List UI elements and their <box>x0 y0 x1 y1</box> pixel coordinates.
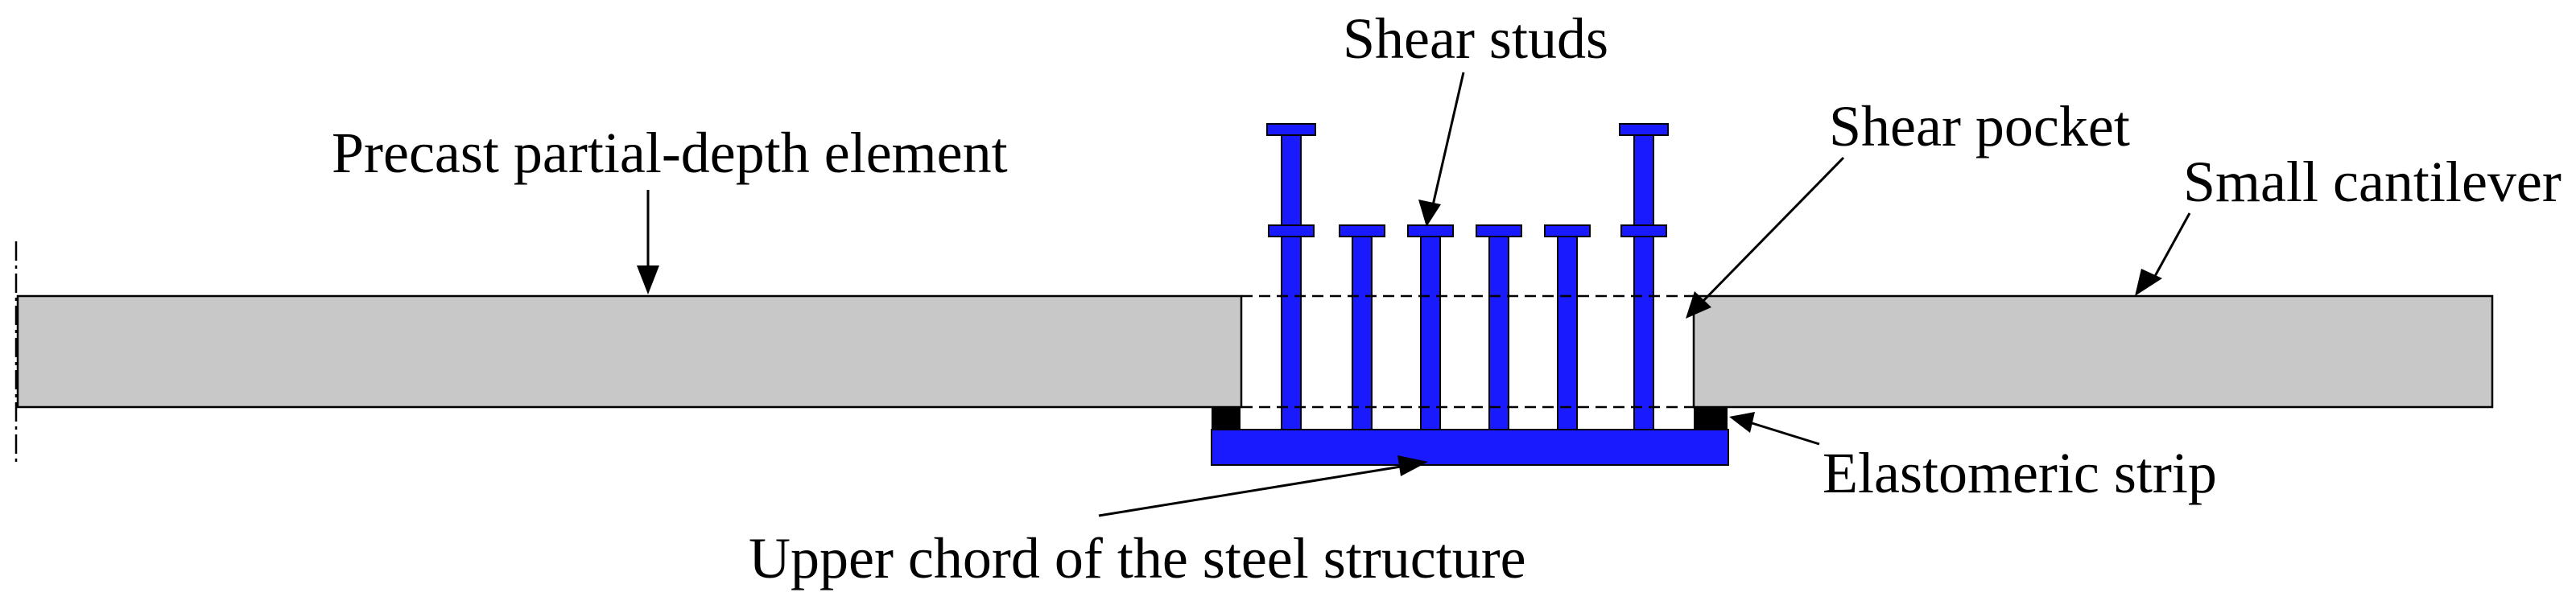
arrow-shear-pocket <box>1697 156 1845 307</box>
arrowhead-shear-pocket <box>1686 291 1711 319</box>
shear-stud-head <box>1339 224 1385 237</box>
shear-stud-head <box>1476 224 1522 237</box>
shear-stud-head <box>1268 224 1315 237</box>
label-small-cantilever: Small cantilever <box>2183 150 2562 214</box>
shear-stud-head <box>1619 123 1669 136</box>
leader-arrows <box>637 72 2191 517</box>
arrow-upper-chord <box>1098 465 1402 517</box>
arrow-shear-studs <box>1431 72 1465 206</box>
shear-stud <box>1281 130 1302 430</box>
shear-stud <box>1352 232 1373 430</box>
label-elastomeric-strip: Elastomeric strip <box>1823 441 2217 505</box>
label-upper-chord: Upper chord of the steel structure <box>749 526 1526 590</box>
arrowhead-elastomeric-strip <box>1729 412 1755 433</box>
upper-chord <box>1211 429 1729 466</box>
elastomeric-strip-left <box>1212 407 1241 430</box>
label-shear-studs: Shear studs <box>1343 6 1608 71</box>
arrowhead-small-cantilever <box>2135 269 2162 296</box>
arrow-small-cantilever <box>2153 212 2191 278</box>
elastomeric-strip-right <box>1694 407 1728 430</box>
arrowhead-precast <box>637 265 659 294</box>
label-shear-pocket: Shear pocket <box>1829 94 2130 158</box>
shear-stud <box>1488 232 1509 430</box>
shear-stud <box>1420 232 1441 430</box>
shear-stud-head <box>1544 224 1591 237</box>
shear-stud <box>1633 130 1654 430</box>
label-precast-element: Precast partial-depth element <box>332 121 1008 185</box>
shear-stud-head <box>1407 224 1454 237</box>
shear-studs <box>1266 123 1669 430</box>
precast-slab-left <box>16 294 1243 409</box>
arrowhead-shear-studs <box>1418 200 1441 227</box>
precast-slab-right <box>1692 294 2494 409</box>
arrow-elastomeric-strip <box>1746 420 1820 446</box>
shear-stud <box>1557 232 1578 430</box>
shear-stud-head <box>1266 123 1316 136</box>
arrowhead-upper-chord <box>1397 455 1428 476</box>
shear-stud-head <box>1620 224 1667 237</box>
